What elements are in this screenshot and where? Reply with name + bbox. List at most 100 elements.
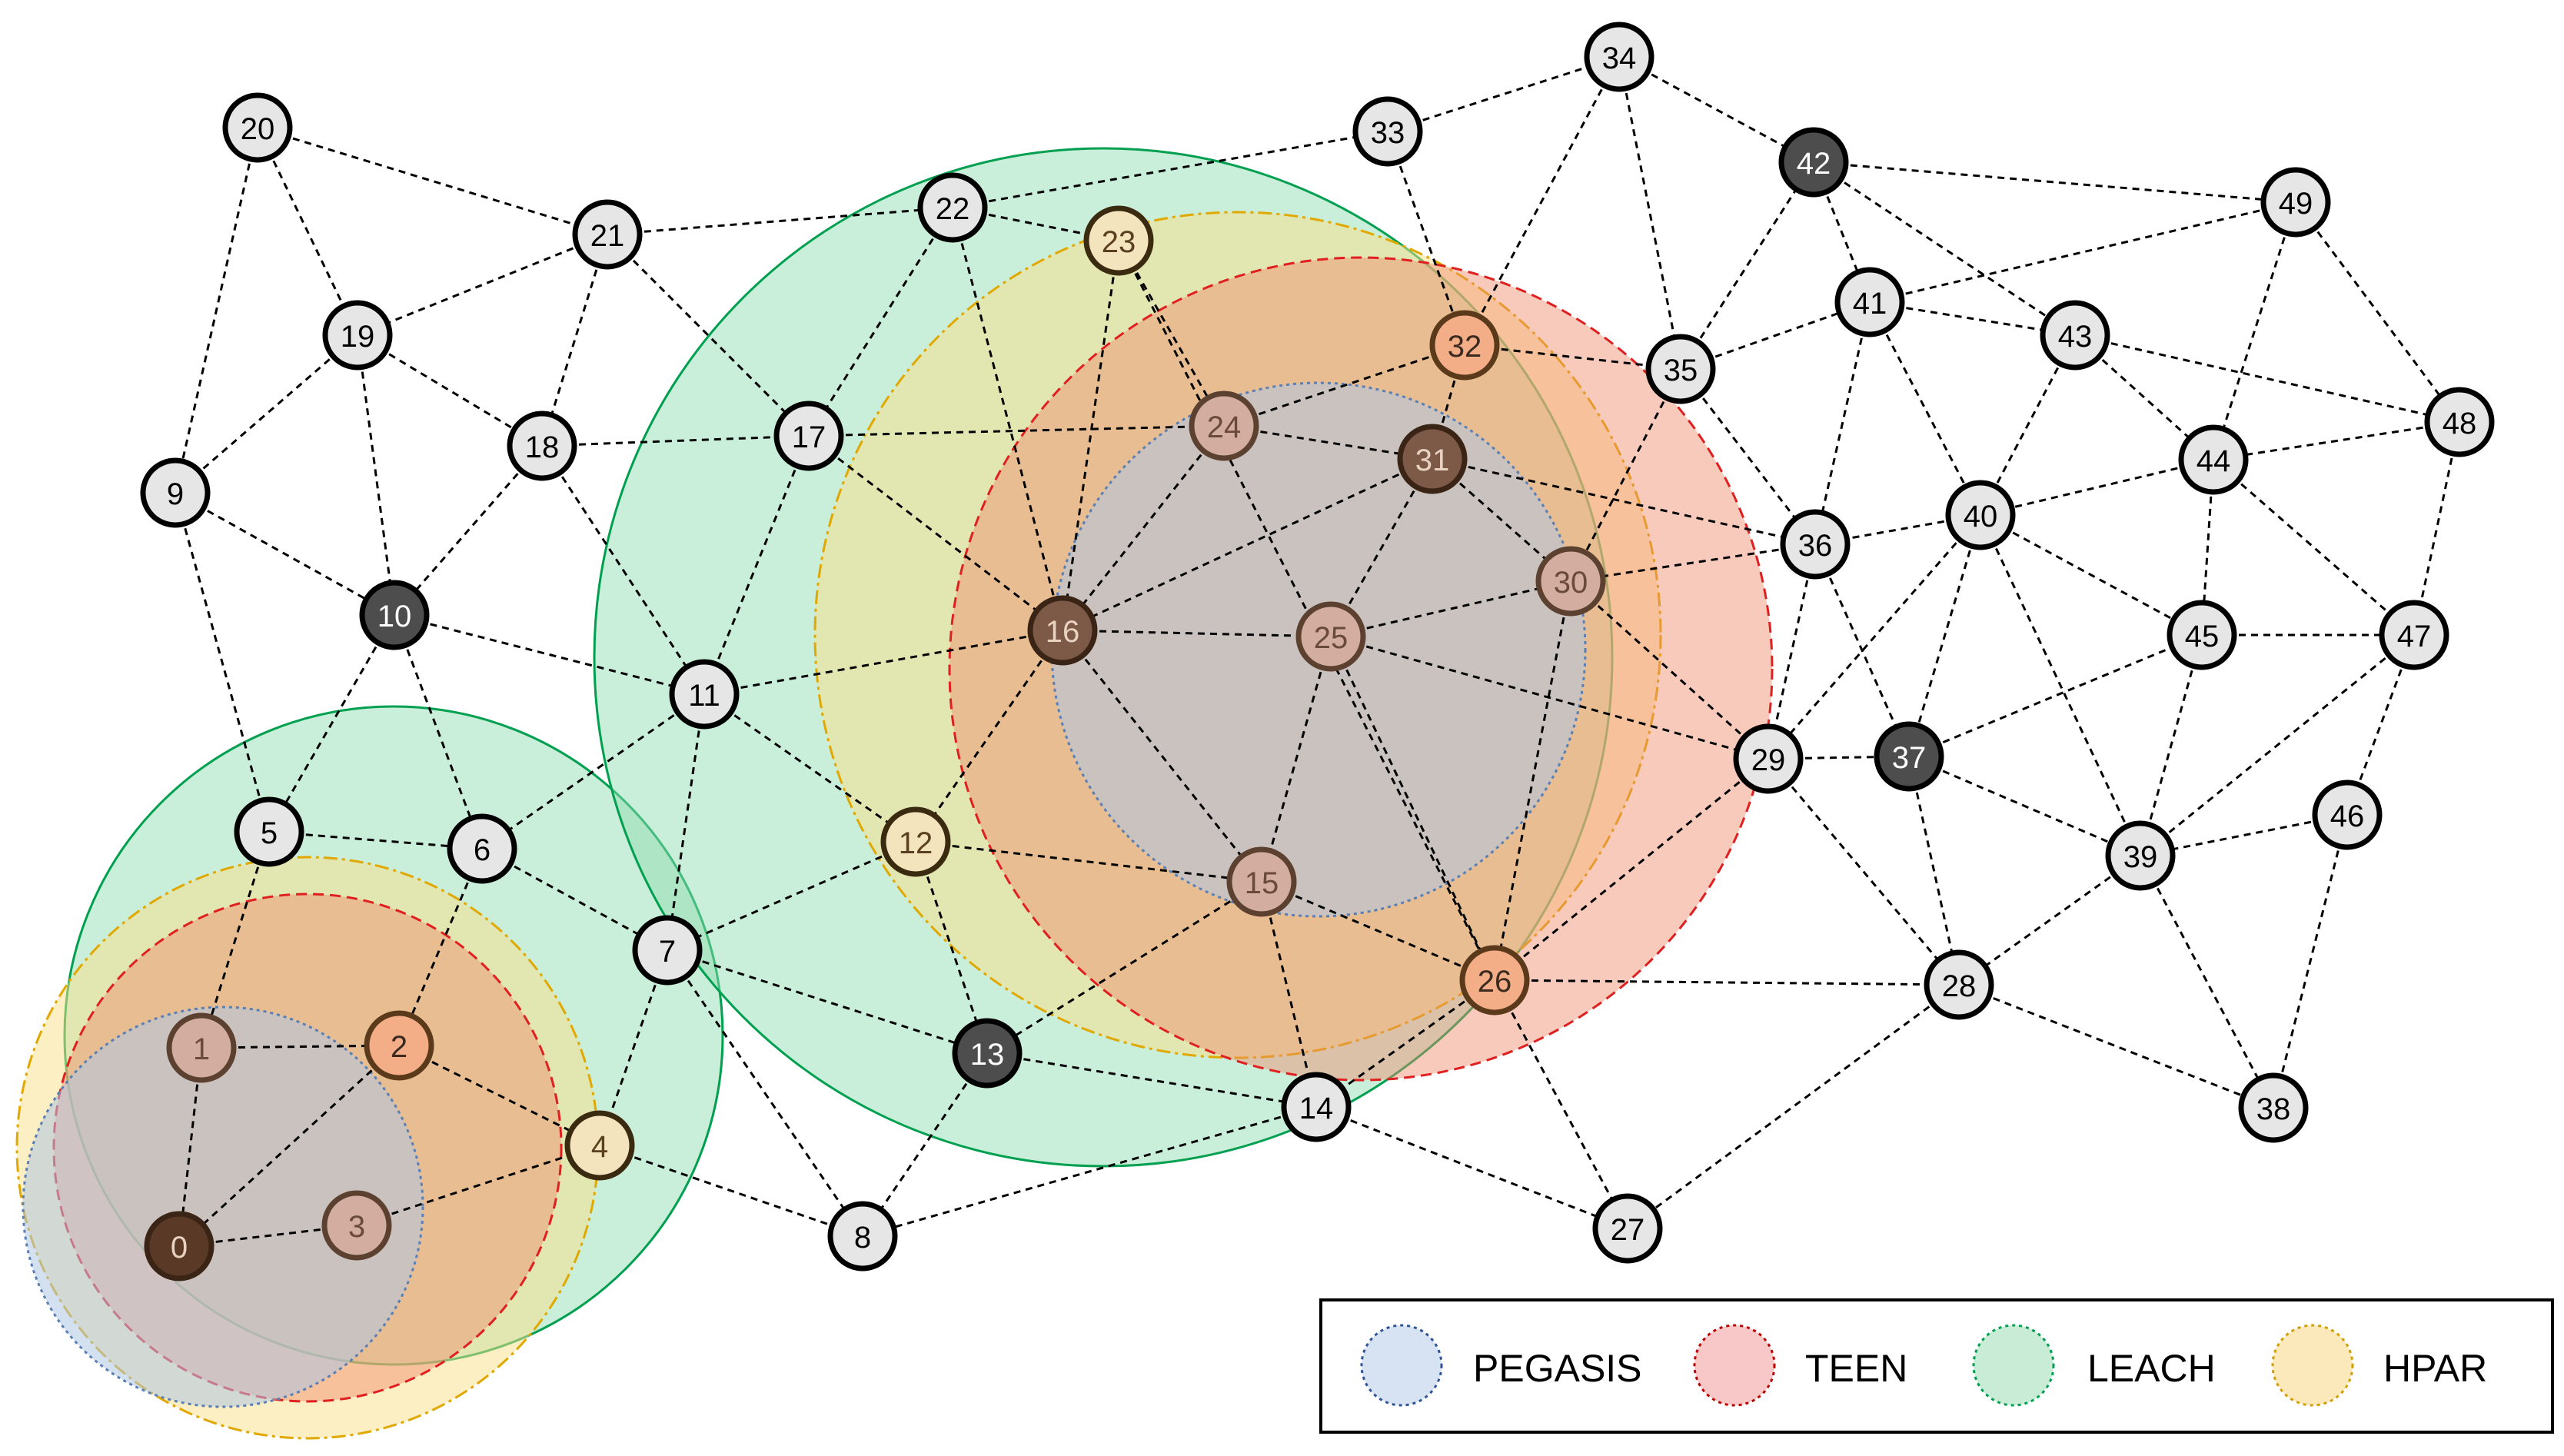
edge-31-16 [1062, 457, 1433, 632]
node-44: 44 [2178, 424, 2249, 495]
edge-42-49 [1813, 161, 2296, 204]
node-label-8: 8 [854, 1221, 871, 1255]
edge-47-39 [2140, 633, 2415, 857]
legend: PEGASIS TEEN LEACH HPAR [1319, 1298, 2554, 1434]
node-circle-19 [322, 300, 393, 371]
edge-30-26 [1493, 580, 1572, 981]
node-label-37: 37 [1892, 741, 1927, 775]
edge-40-29 [1767, 514, 1982, 760]
node-circle-44 [2178, 424, 2249, 495]
node-circle-30 [1535, 546, 1606, 617]
edge-29-26 [1494, 757, 1769, 982]
node-circle-18 [507, 411, 577, 481]
node-20: 20 [222, 92, 293, 163]
node-32: 32 [1429, 310, 1500, 381]
edge-44-47 [2213, 458, 2415, 637]
edge-7-8 [666, 949, 864, 1237]
edge-21-22 [607, 206, 953, 236]
edge-10-11 [394, 613, 705, 696]
edge-15-13 [986, 880, 1262, 1055]
node-29: 29 [1733, 723, 1804, 794]
edge-24-32 [1223, 344, 1465, 427]
node-26: 26 [1459, 945, 1530, 1016]
edge-42-43 [1813, 161, 2076, 337]
edge-48-44 [2213, 421, 2460, 461]
edge-22-17 [807, 207, 954, 437]
edge-23-24 [1117, 240, 1225, 427]
node-circle-48 [2424, 387, 2495, 457]
node-label-10: 10 [377, 600, 412, 633]
edge-4-8 [599, 1144, 863, 1238]
edge-49-48 [2294, 201, 2461, 423]
edge-41-36 [1814, 301, 1871, 545]
edge-7-13 [667, 949, 988, 1055]
node-label-22: 22 [936, 192, 970, 226]
edge-18-10 [393, 445, 544, 616]
node-35: 35 [1645, 334, 1716, 404]
node-42: 42 [1778, 127, 1849, 198]
edge-12-13 [914, 841, 989, 1054]
edge-16-25 [1062, 629, 1332, 638]
node-22: 22 [917, 172, 988, 243]
node-circle-16 [1027, 595, 1098, 666]
edge-24-31 [1223, 424, 1433, 460]
node-label-16: 16 [1046, 615, 1080, 649]
node-circle-15 [1226, 846, 1297, 917]
node-label-26: 26 [1478, 965, 1512, 999]
node-label-33: 33 [1371, 116, 1405, 150]
edge-49-44 [2212, 201, 2297, 460]
node-circle-7 [632, 915, 703, 986]
edge-15-26 [1261, 880, 1495, 982]
node-17: 17 [773, 401, 844, 471]
node-label-32: 32 [1448, 330, 1482, 364]
node-label-38: 38 [2256, 1092, 2291, 1126]
edge-12-7 [667, 840, 916, 952]
edge-5-1 [200, 831, 271, 1049]
node-circle-3 [321, 1190, 392, 1261]
node-circle-43 [2040, 300, 2110, 371]
leach-swatch-icon [1972, 1324, 2055, 1407]
node-21: 21 [572, 199, 643, 270]
edge-6-2 [397, 848, 484, 1046]
edge-2-4 [398, 1044, 600, 1147]
node-circle-8 [827, 1201, 898, 1272]
node-3: 3 [321, 1190, 392, 1261]
edge-10-5 [268, 614, 396, 833]
node-31: 31 [1397, 424, 1468, 494]
node-circle-47 [2379, 600, 2449, 670]
edge-15-14 [1260, 881, 1318, 1108]
node-12: 12 [880, 806, 951, 877]
node-45: 45 [2167, 600, 2237, 670]
legend-item-hpar: HPAR [2271, 1324, 2487, 1407]
node-label-9: 9 [167, 477, 184, 511]
node-circle-39 [2105, 820, 2176, 891]
node-circle-46 [2312, 780, 2383, 850]
node-0: 0 [144, 1211, 214, 1281]
edge-36-30 [1570, 543, 1816, 583]
node-circle-27 [1592, 1193, 1663, 1264]
legend-label-hpar: HPAR [2383, 1347, 2487, 1390]
node-circle-33 [1352, 96, 1423, 167]
edge-18-11 [540, 445, 706, 695]
node-39: 39 [2105, 820, 2176, 891]
edge-11-6 [481, 693, 705, 850]
edge-25-15 [1260, 636, 1332, 883]
node-circle-34 [1584, 22, 1654, 92]
node-11: 11 [669, 659, 740, 730]
node-circle-36 [1780, 509, 1851, 580]
edge-13-14 [986, 1052, 1317, 1109]
edge-31-25 [1329, 458, 1434, 637]
edge-19-9 [175, 334, 358, 494]
node-label-5: 5 [261, 816, 278, 850]
node-10: 10 [359, 580, 430, 650]
node-label-46: 46 [2330, 799, 2365, 833]
coverage-center [593, 147, 1774, 1168]
edge-10-6 [393, 614, 484, 849]
node-15: 15 [1226, 846, 1297, 917]
node-label-34: 34 [1602, 42, 1637, 75]
node-label-20: 20 [241, 112, 275, 146]
edge-25-30 [1330, 580, 1571, 638]
node-label-3: 3 [348, 1210, 365, 1244]
node-25: 25 [1295, 601, 1366, 672]
